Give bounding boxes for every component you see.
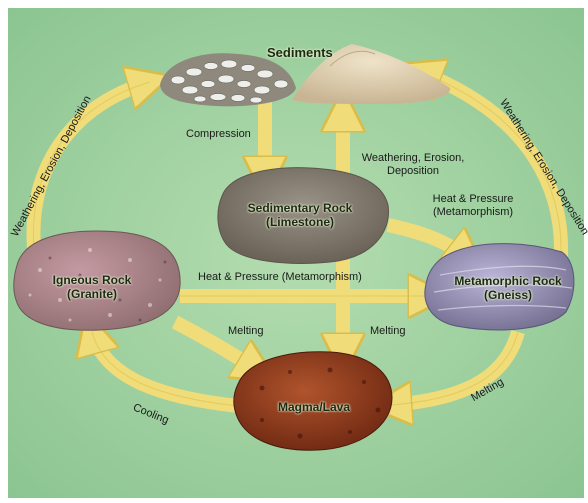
metamorphic-rock-name: Metamorphic Rock — [448, 274, 568, 288]
sedimentary-rock-example: (Limestone) — [240, 215, 360, 229]
sediments-label: Sediments — [267, 46, 333, 60]
compression-label: Compression — [186, 128, 251, 141]
igneous-rock-label: Igneous Rock (Granite) — [42, 273, 142, 301]
metamorphic-rock-label: Metamorphic Rock (Gneiss) — [448, 274, 568, 302]
heat-pressure-center-label: Heat & Pressure (Metamorphism) — [198, 271, 362, 284]
sedimentary-rock-name: Sedimentary Rock — [240, 201, 360, 215]
sedimentary-rock-label: Sedimentary Rock (Limestone) — [240, 201, 360, 229]
igneous-rock-example: (Granite) — [42, 287, 142, 301]
melting-left-label: Melting — [228, 325, 263, 338]
magma-lava-label: Magma/Lava — [278, 400, 350, 414]
melting-center-label: Melting — [370, 325, 405, 338]
weathering-center-line-1: Weathering, Erosion, — [352, 152, 474, 165]
weathering-center-label: Weathering, Erosion, Deposition — [352, 152, 474, 178]
heat-pressure-right-line-1: Heat & Pressure — [422, 193, 524, 206]
heat-pressure-right-line-2: (Metamorphism) — [422, 206, 524, 219]
weathering-center-line-2: Deposition — [352, 165, 474, 178]
heat-pressure-right-label: Heat & Pressure (Metamorphism) — [422, 193, 524, 219]
igneous-rock-name: Igneous Rock — [42, 273, 142, 287]
metamorphic-rock-example: (Gneiss) — [448, 288, 568, 302]
